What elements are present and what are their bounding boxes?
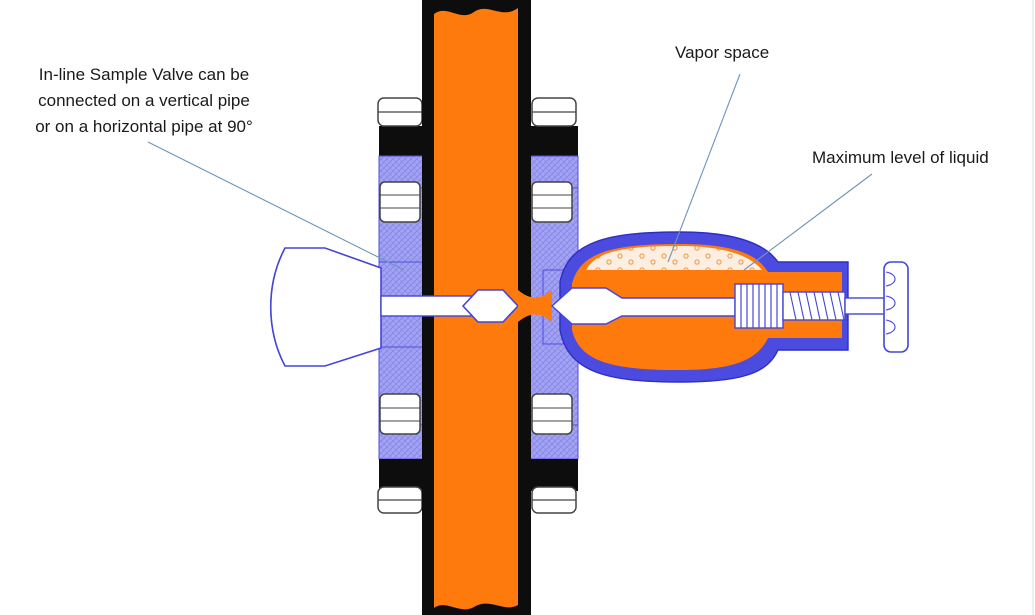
bolt-lower-right: [531, 393, 577, 514]
vapor-space-label: Vapor space: [675, 43, 770, 62]
leader-valve-note: [147, 141, 405, 271]
valve-note-line-1: In-line Sample Valve can be: [38, 65, 250, 84]
bolt-upper-right: [531, 97, 577, 223]
bolt-lower-left: [377, 393, 423, 514]
sample-bore-left: [380, 295, 472, 317]
leader-max-liquid-level: [743, 173, 873, 271]
leader-lines: [147, 73, 873, 271]
valve-handle: [269, 247, 382, 367]
bolt-upper-left: [377, 97, 423, 223]
needle-stem: [461, 289, 552, 323]
threaded-stem: [734, 283, 886, 329]
max-liquid-level-label: Maximum level of liquid: [812, 148, 989, 167]
leader-vapor-space: [667, 73, 741, 263]
valve-note-line-2: connected on a vertical pipe: [38, 91, 250, 110]
valve-connection-note: In-line Sample Valve can be connected on…: [0, 62, 288, 140]
valve-note-line-3: or on a horizontal pipe at 90°: [35, 117, 253, 136]
hand-knob: [883, 261, 909, 353]
